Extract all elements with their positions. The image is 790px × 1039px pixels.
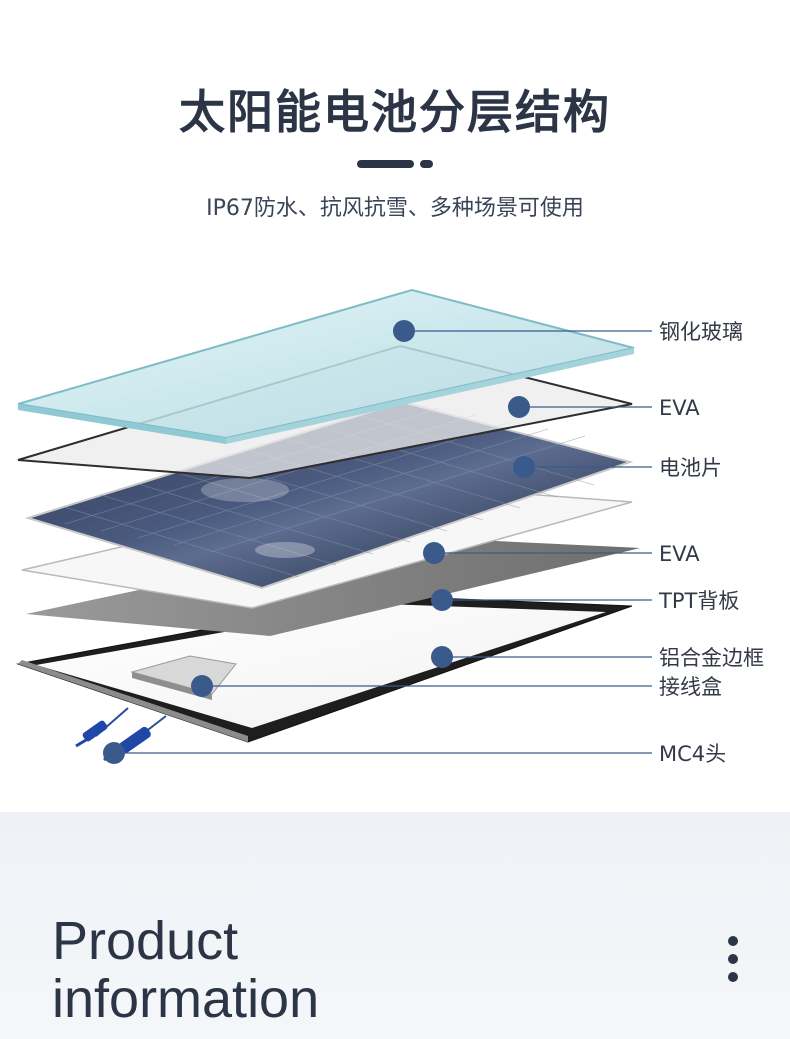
dot-3 xyxy=(728,972,738,982)
marker-eva-bottom xyxy=(423,542,445,564)
marker-junction-box xyxy=(191,675,213,697)
label-glass: 钢化玻璃 xyxy=(659,320,743,344)
label-frame: 铝合金边框 xyxy=(659,646,764,670)
product-info-heading: Product information xyxy=(52,912,319,1028)
marker-tpt xyxy=(431,589,453,611)
marker-eva-top xyxy=(508,396,530,418)
marker-glass xyxy=(393,320,415,342)
label-mc4: MC4头 xyxy=(659,742,726,766)
label-eva-top: EVA xyxy=(659,396,700,420)
label-junction-box: 接线盒 xyxy=(659,675,722,699)
page-subtitle: IP67防水、抗风抗雪、多种场景可使用 xyxy=(0,190,790,222)
marker-mc4 xyxy=(103,742,125,764)
marker-cells xyxy=(513,456,535,478)
vertical-dots-icon[interactable] xyxy=(723,936,743,996)
page-title: 太阳能电池分层结构 xyxy=(0,76,790,142)
dot-1 xyxy=(728,936,738,946)
marker-frame xyxy=(431,646,453,668)
label-tpt: TPT背板 xyxy=(658,589,739,613)
label-eva-bottom: EVA xyxy=(659,542,700,566)
heading-line-1: Product xyxy=(52,912,319,970)
divider-bar xyxy=(357,160,414,168)
heading-line-2: information xyxy=(52,970,319,1028)
solar-panel-layer-diagram: 钢化玻璃 EVA 电池片 EVA TPT背板 铝合金边框 接线盒 MC4头 xyxy=(0,280,790,790)
divider-dot xyxy=(420,160,433,168)
label-cells: 电池片 xyxy=(659,456,722,480)
dot-2 xyxy=(728,954,738,964)
product-info-section: Product information xyxy=(0,812,790,1039)
